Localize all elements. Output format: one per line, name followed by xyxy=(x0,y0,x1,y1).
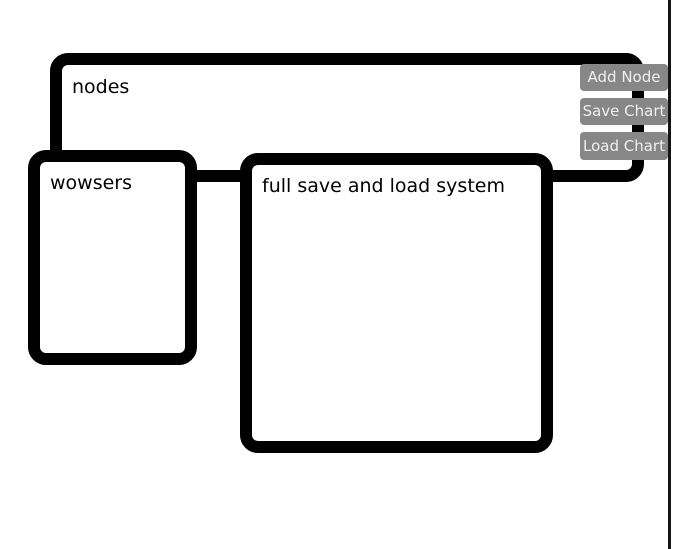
add-node-button[interactable]: Add Node xyxy=(580,64,668,91)
node-label: full save and load system xyxy=(262,175,505,197)
node-label: nodes xyxy=(72,76,130,98)
node-wowsers[interactable]: wowsers xyxy=(28,150,197,365)
load-chart-button[interactable]: Load Chart xyxy=(580,132,668,160)
window-right-edge-line xyxy=(668,0,671,549)
toolbar: Add Node Save Chart Load Chart xyxy=(580,64,668,160)
save-chart-button[interactable]: Save Chart xyxy=(580,98,668,125)
node-full-save-and-load-system[interactable]: full save and load system xyxy=(240,153,553,453)
node-label: wowsers xyxy=(50,172,133,194)
